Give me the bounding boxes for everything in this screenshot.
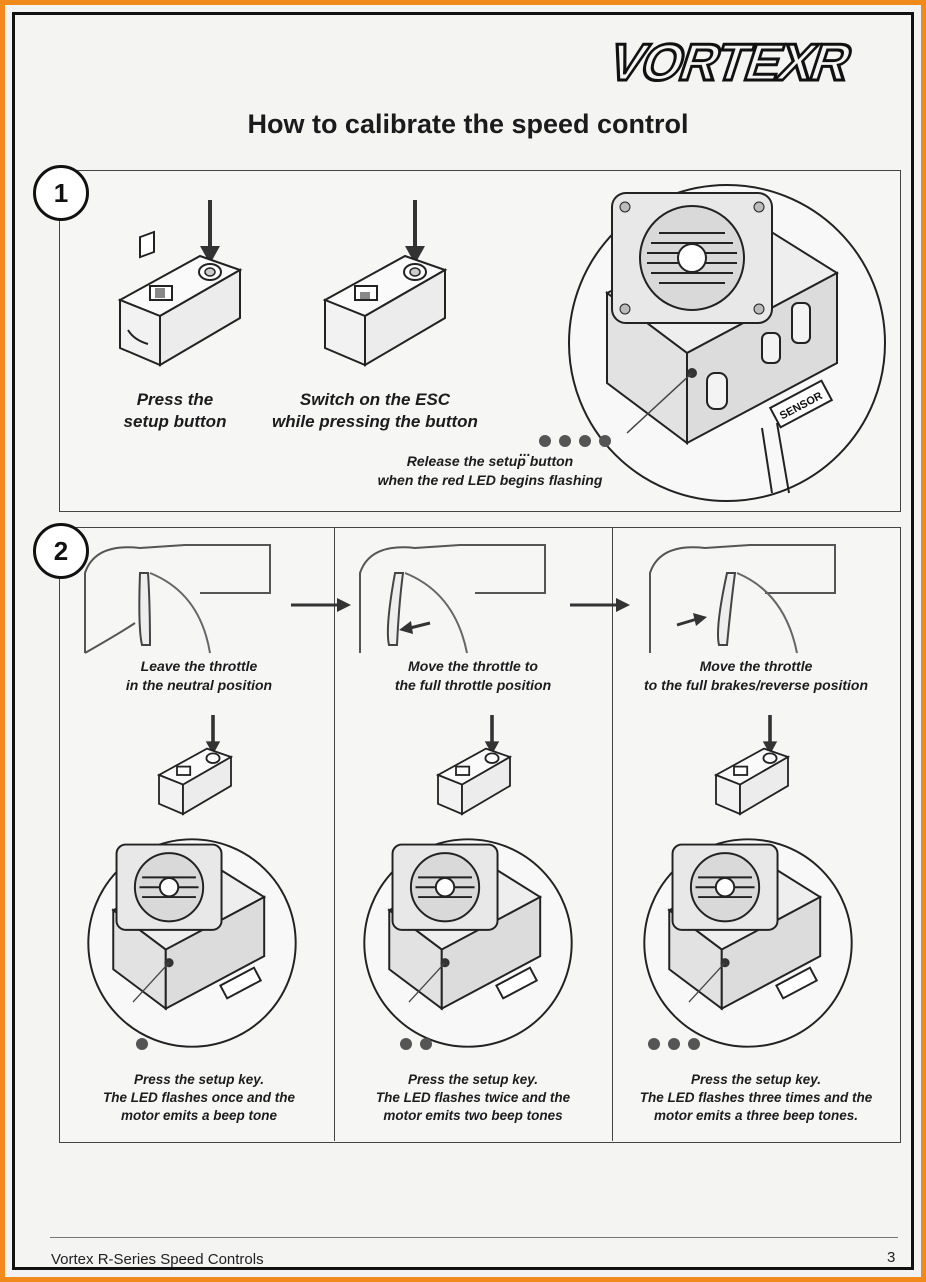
- throttle-trigger-icon: [138, 572, 152, 646]
- column-divider: [334, 527, 335, 1141]
- led-flash-icon: [688, 1038, 700, 1050]
- ellipsis-text: ...: [519, 444, 531, 459]
- switch-unit-illustration: [435, 715, 513, 816]
- page-number: 3: [887, 1249, 896, 1266]
- column-divider: [612, 527, 613, 1141]
- footer-title: Vortex R-Series Speed Controls: [51, 1251, 264, 1268]
- led-flash-icon: [648, 1038, 660, 1050]
- press-arrow-icon: [762, 741, 778, 755]
- led-flash-indicator: [539, 435, 611, 447]
- led-flash-icon: [136, 1038, 148, 1050]
- switch-unit-illustration: [322, 200, 448, 367]
- setup-button-icon: [205, 752, 221, 764]
- led-flash-indicator-2: [400, 1038, 432, 1050]
- esc-closeup-illustration: [87, 838, 297, 1048]
- led-flash-icon: [579, 435, 591, 447]
- transmitter-neutral-illustration: [84, 544, 271, 654]
- result-caption-3: Press the setup key.The LED flashes thre…: [639, 1072, 873, 1123]
- push-arrow-icon: [693, 613, 707, 626]
- logo-text: VORTEXR: [601, 34, 858, 92]
- led-flash-icon: [539, 435, 551, 447]
- transmitter-brake-illustration: [649, 544, 836, 654]
- setup-button-icon: [484, 752, 500, 764]
- sensor-port: [768, 379, 834, 429]
- press-arrow-icon: [205, 741, 221, 755]
- led-flash-icon: [420, 1038, 432, 1050]
- step1-badge: 1: [33, 165, 89, 221]
- switch-unit-illustration: [156, 715, 234, 816]
- esc-closeup-illustration: [643, 838, 853, 1048]
- pull-arrow-icon: [399, 621, 413, 634]
- throttle-trigger-icon: [717, 572, 737, 646]
- esc-closeup-illustration: SENSOR: [568, 184, 886, 502]
- step2-badge: 2: [33, 523, 89, 579]
- switch-unit-illustration: [713, 715, 791, 816]
- press-arrow-icon: [200, 246, 220, 264]
- press-arrow-icon: [405, 246, 425, 264]
- led-flash-icon: [668, 1038, 680, 1050]
- arrow-right-icon: [570, 598, 630, 612]
- vortex-logo: VORTEXR: [600, 33, 860, 94]
- led-flash-indicator-1: [136, 1038, 148, 1050]
- press-arrow-icon: [484, 741, 500, 755]
- switch-unit-illustration: [117, 200, 243, 367]
- led-pointer-line: [626, 372, 693, 434]
- led-flash-icon: [400, 1038, 412, 1050]
- led-flash-icon: [599, 435, 611, 447]
- throttle-trigger-icon: [386, 572, 405, 646]
- arrow-right-icon: [291, 598, 351, 612]
- result-caption-1: Press the setup key.The LED flashes once…: [102, 1072, 296, 1123]
- esc-closeup-illustration: [363, 838, 573, 1048]
- page-title: How to calibrate the speed control: [247, 109, 689, 139]
- led-flash-icon: [559, 435, 571, 447]
- footer-divider: [50, 1237, 898, 1238]
- setup-button-icon: [762, 752, 778, 764]
- led-flash-indicator-3: [648, 1038, 700, 1050]
- transmitter-full-throttle-illustration: [359, 544, 546, 654]
- result-caption-2: Press the setup key.The LED flashes twic…: [375, 1072, 571, 1123]
